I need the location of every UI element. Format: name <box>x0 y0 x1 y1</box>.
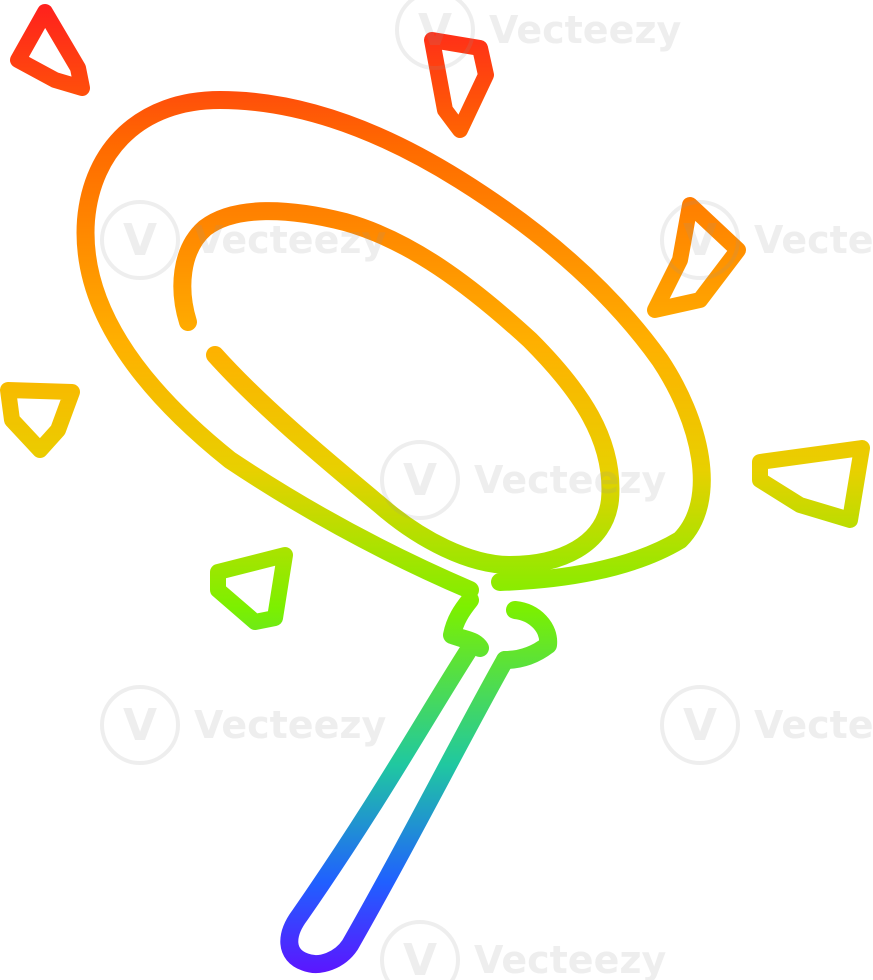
sparkle-mark-bottom-left <box>210 547 293 630</box>
sparkle-mark-right-middle <box>752 440 870 528</box>
sparkle-mark-top-left <box>10 4 90 96</box>
sparkle-mark-right-upper <box>647 197 746 318</box>
lens-outer-ring <box>76 91 711 599</box>
handle-neck <box>443 591 558 669</box>
sparkle-mark-left-middle <box>0 382 80 458</box>
lens-inner-ring <box>173 202 620 574</box>
handle-shaft <box>280 639 514 973</box>
sparkle-mark-top-center <box>424 32 494 138</box>
